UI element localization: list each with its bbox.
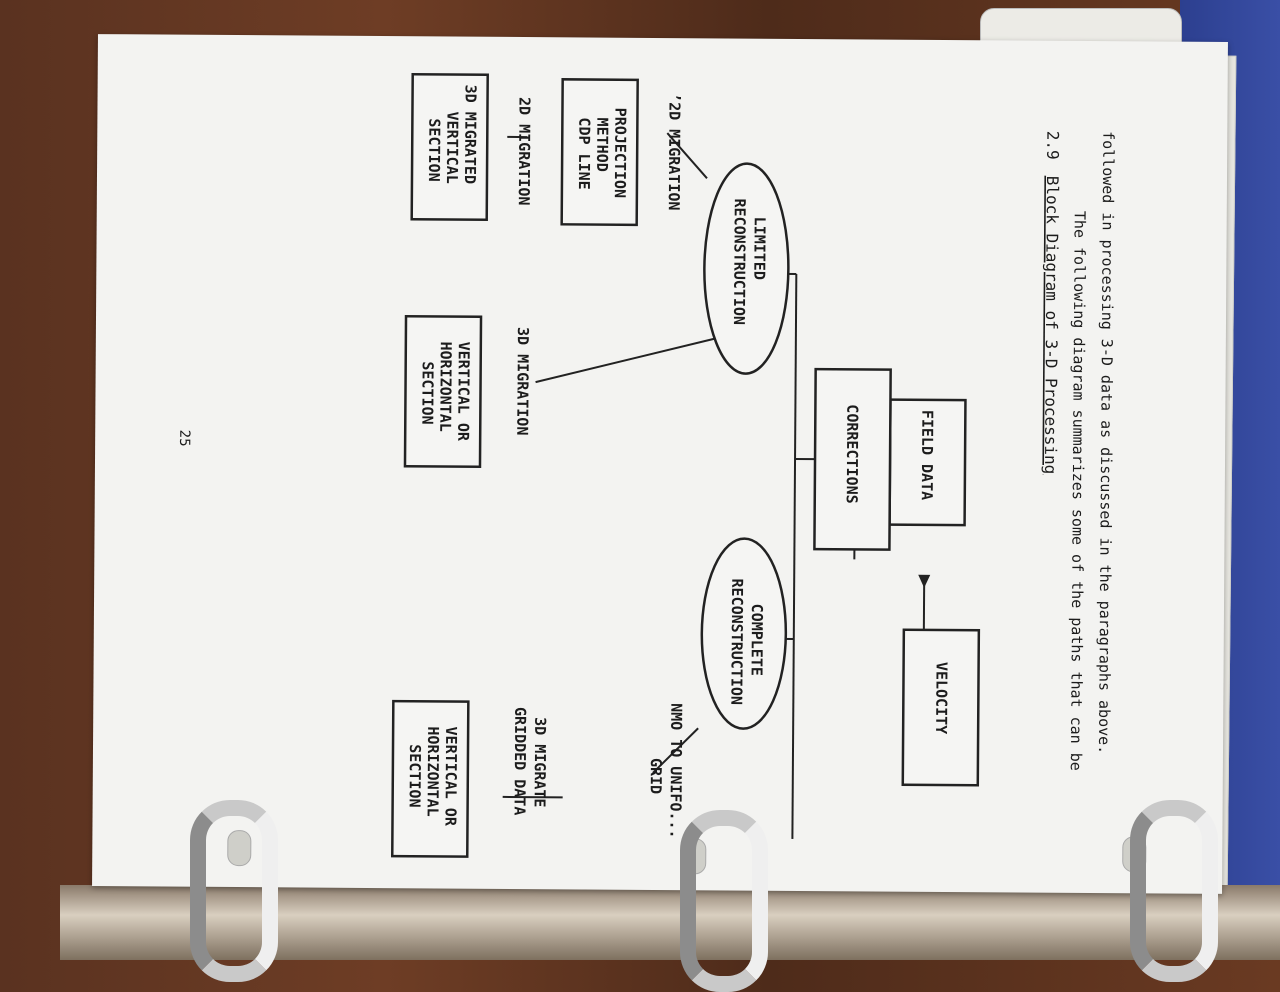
label-3d-migrate-1: 3D MIGRATE (531, 717, 550, 807)
box-3d-migrated-2: VERTICAL (443, 111, 462, 183)
intro-line-2: followed in processing 3-D data as discu… (1095, 131, 1117, 754)
box-vertical-mid-1: VERTICAL OR (454, 342, 473, 442)
complete-label-2: RECONSTRUCTION (727, 578, 746, 705)
binder-ring (680, 810, 768, 992)
corrections-label: CORRECTIONS (843, 404, 862, 503)
field-data-label: FIELD DATA (918, 410, 937, 500)
heading-title: Block Diagram of 3-D Processing (1041, 176, 1062, 475)
velocity-label: VELOCITY (932, 662, 951, 734)
box-vertical-right-1: VERTICAL OR (441, 726, 460, 826)
page-content: 2.9 Block Diagram of 3-D Processing The … (92, 34, 1228, 894)
box-3d-migrated-3: SECTION (425, 118, 443, 181)
binder-ring (1130, 800, 1218, 982)
limited-label-2: RECONSTRUCTION (730, 198, 749, 325)
box-projection-1: PROJECTION (611, 108, 630, 198)
document-page: 2.9 Block Diagram of 3-D Processing The … (92, 34, 1228, 894)
label-2d-migration-a: ’2D MIGRATION (665, 93, 684, 211)
heading-block: 2.9 Block Diagram of 3-D Processing The … (1039, 131, 1117, 771)
box-projection-3: CDP LINE (575, 117, 594, 189)
label-3d-migrate-2: GRIDDED DATA (511, 707, 530, 815)
complete-label-1: COMPLETE (748, 604, 767, 676)
binder-ring (190, 800, 278, 982)
box-vertical-right-3: SECTION (406, 744, 424, 807)
diagram-boxes (392, 74, 982, 860)
box-vertical-mid-3: SECTION (418, 361, 436, 424)
arrow-icon (918, 575, 930, 588)
box-vertical-right-2: HORIZONTAL (424, 726, 443, 816)
page-number: 25 (176, 430, 192, 447)
label-2d-migration-b: 2D MIGRATION (515, 97, 534, 205)
box-projection-2: METHOD (593, 118, 611, 172)
label-3d-migration: 3D MIGRATION (513, 327, 532, 435)
box-3d-migrated-1: 3D MIGRATED (461, 85, 480, 184)
label-nmo-2: GRID (647, 758, 665, 794)
intro-line-1: The following diagram summarizes some of… (1067, 211, 1089, 771)
box-vertical-mid-2: HORIZONTAL (436, 341, 455, 431)
heading-number: 2.9 (1043, 131, 1062, 160)
label-nmo-1: NMO TO UNIFO... (666, 703, 685, 839)
limited-label-1: LIMITED (750, 217, 768, 280)
